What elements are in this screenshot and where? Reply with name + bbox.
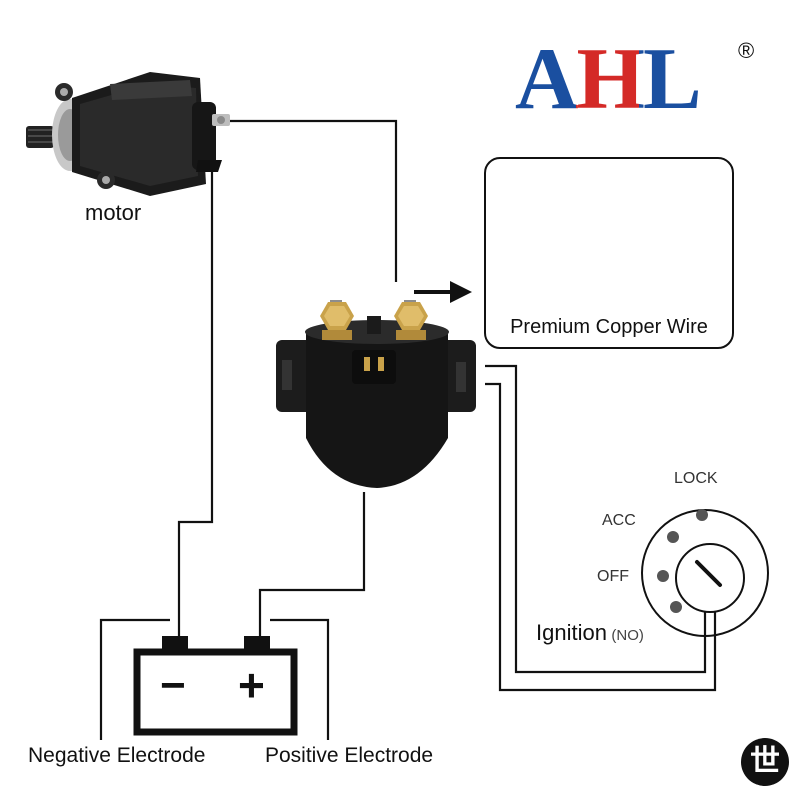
copper-wire-callout: Premium Copper Wire [484,157,734,349]
brand-logo: AHL [515,36,702,124]
switch-position-off [657,570,669,582]
ignition-mode-text: (NO) [611,627,644,644]
ignition-label: Ignition (NO) [536,620,644,646]
starter-motor [26,72,230,196]
wire-relay-coil-2 [485,382,717,692]
switch-position-lock [696,509,708,521]
motor-label: motor [85,200,142,225]
ignition-switch [641,509,769,637]
battery-positive-symbol: + [238,659,265,711]
battery-negative-symbol: − [160,661,186,710]
switch-label-off: OFF [597,568,629,585]
switch-label-lock: LOCK [674,470,718,487]
ignition-label-text: Ignition [536,620,607,645]
positive-electrode-label: Positive Electrode [265,744,434,767]
wire-relay-coil-1 [485,364,707,674]
wires [99,119,717,740]
relay-terminal-right [394,300,428,340]
wire-positive-lead [270,618,330,740]
switch-label-acc: ACC [602,512,636,529]
starter-relay [276,300,476,488]
registered-mark: ® [738,38,755,63]
wire-motor-to-negative [177,168,214,636]
copper-wire-caption: Premium Copper Wire [510,316,708,338]
switch-position-on [670,601,682,613]
wire-relay-to-positive [258,492,366,636]
relay-terminal-left [320,300,354,340]
brand-logo-text: AHL [515,31,702,128]
battery [133,636,298,736]
wire-negative-lead [99,618,170,740]
negative-electrode-label: Negative Electrode [28,744,206,767]
arrow-to-copper [414,281,472,303]
switch-position-acc [667,531,679,543]
wire-motor-to-relay [230,119,398,282]
corner-badge-icon: 世 [741,738,789,786]
